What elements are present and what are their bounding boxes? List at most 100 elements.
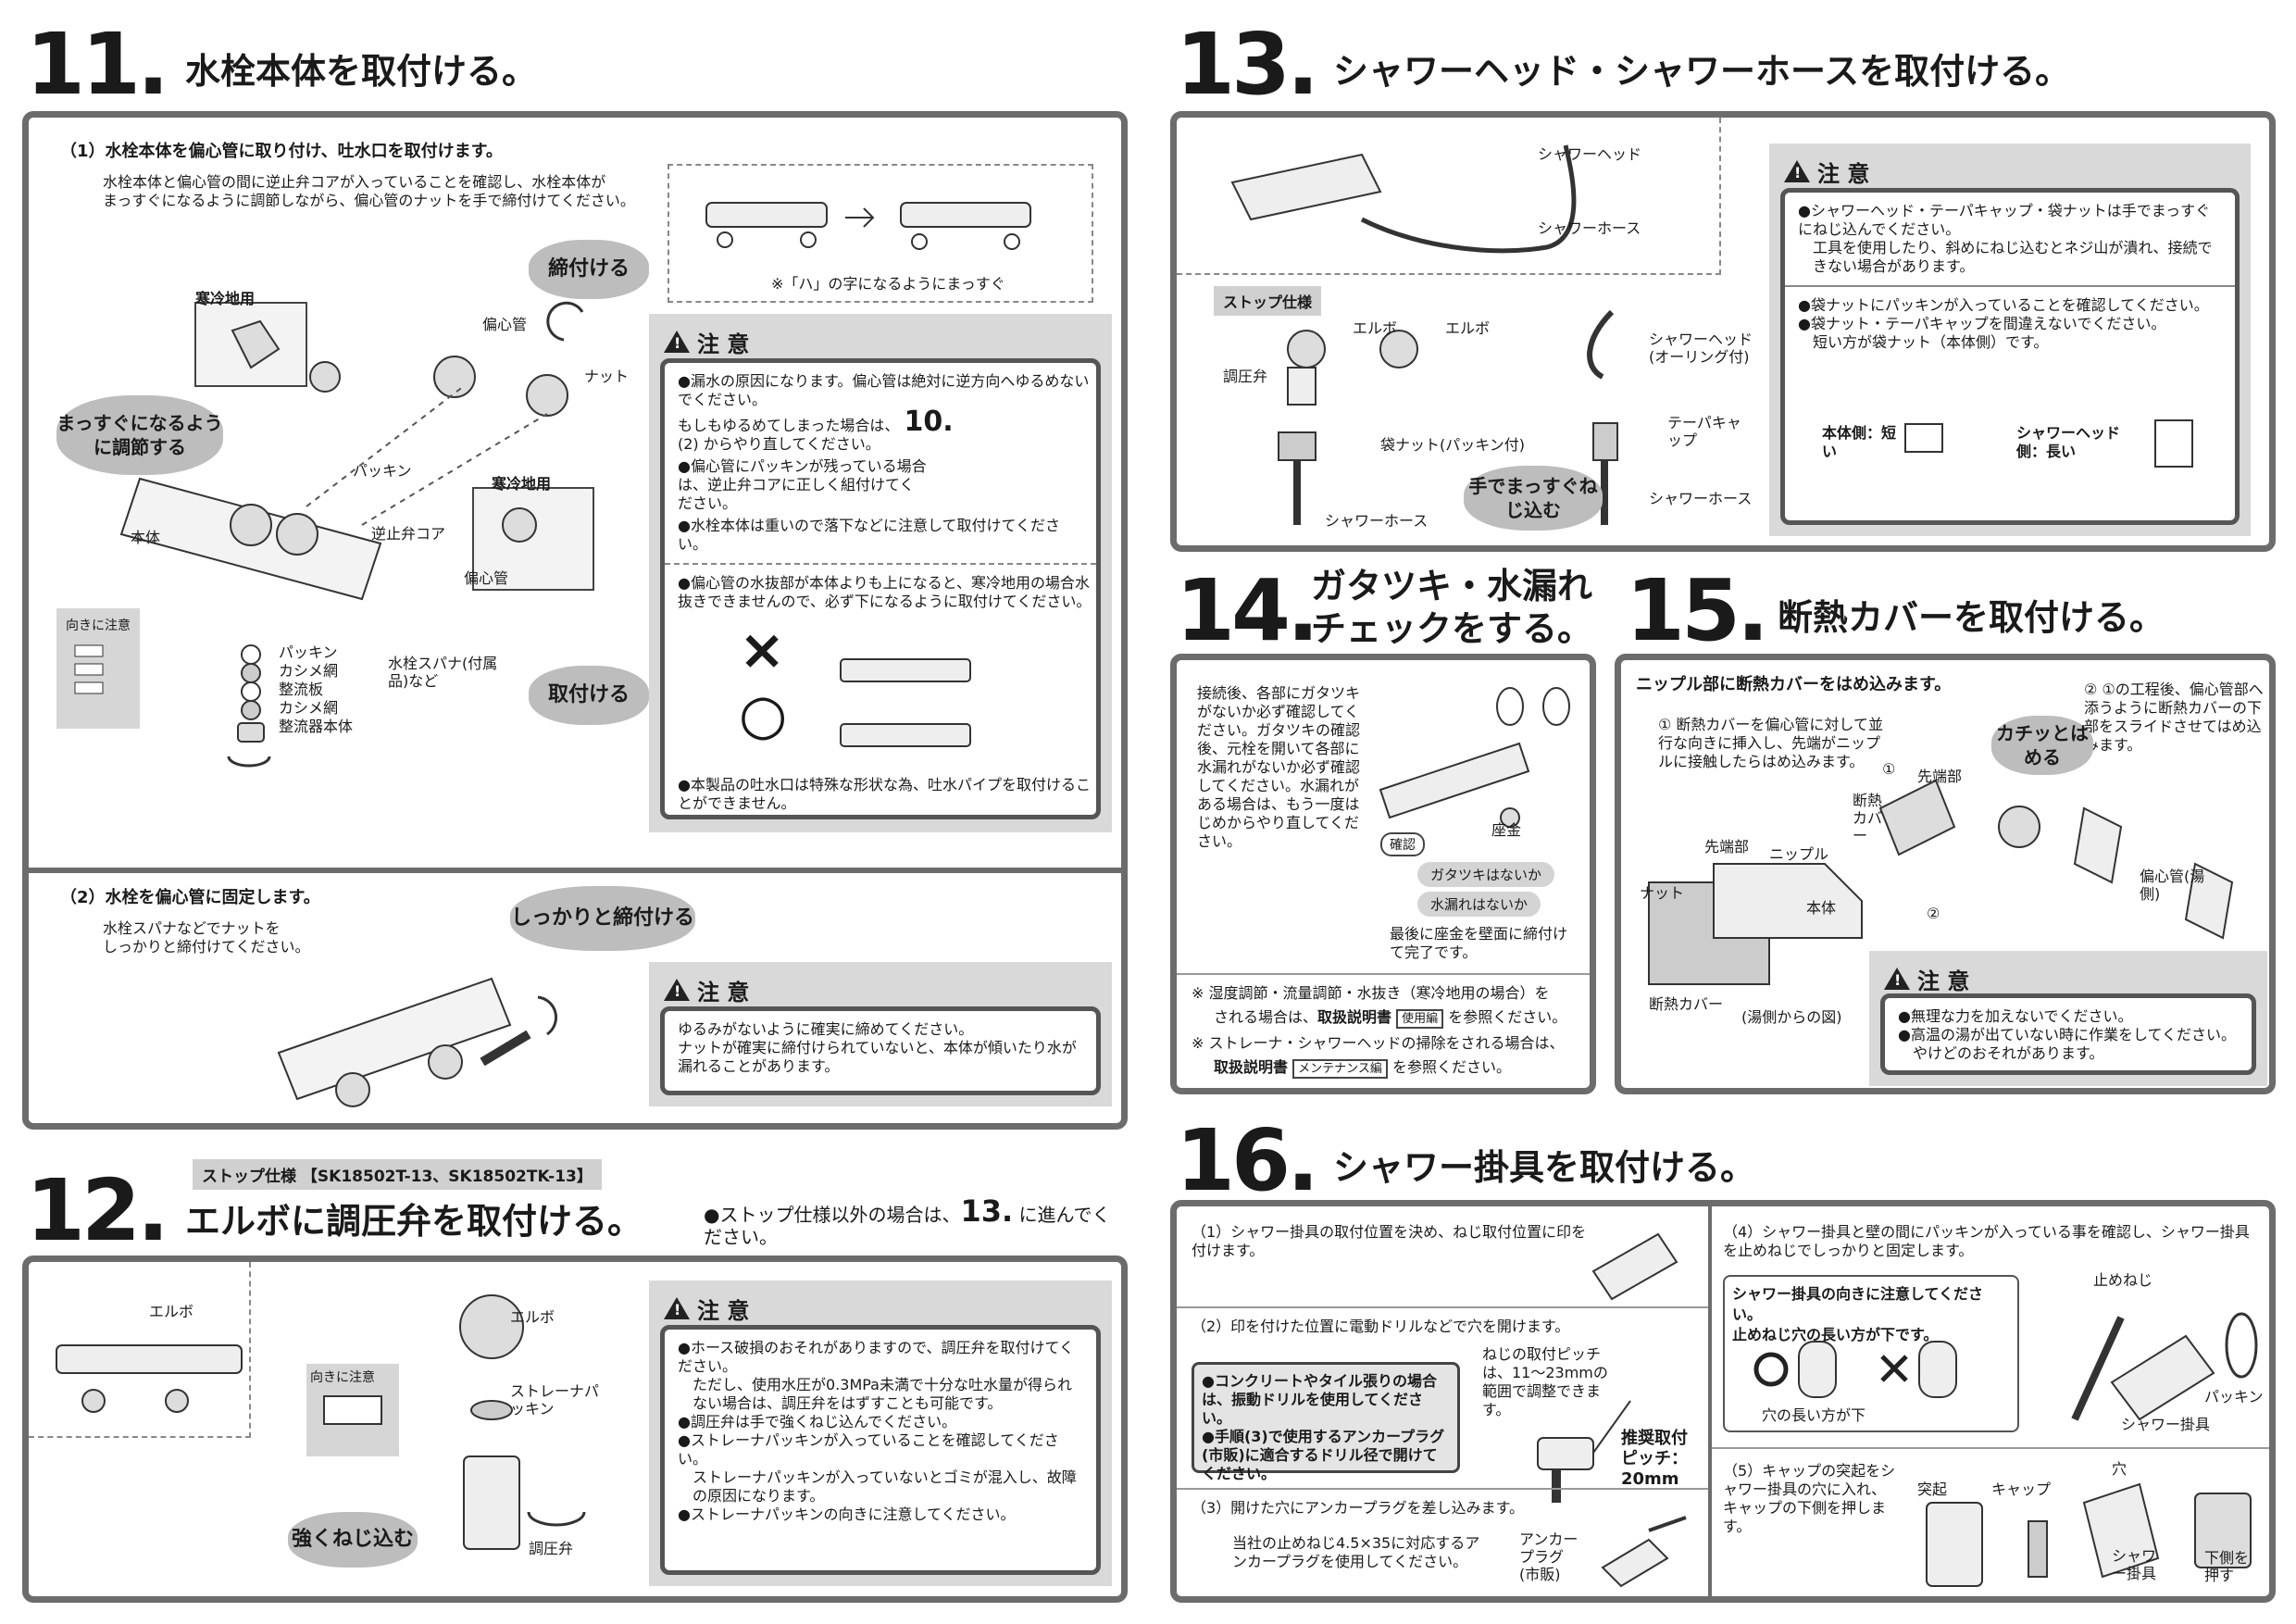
label-nut: ナット — [1640, 884, 1685, 902]
label-spanner: 水栓スパナ(付属品)など — [388, 655, 498, 690]
caution-body: ●漏水の原因になります。偏心管は絶対に逆方向へゆるめないでください。 もしもゆる… — [660, 358, 1101, 819]
caution-line: ●偏心管の水抜部が本体よりも上になると、寒冷地用の場合水抜きできませんので、必ず… — [678, 574, 1092, 610]
label-shower-head-1: シャワーヘッド — [1538, 145, 1642, 163]
label-muki: 向きに注意 — [66, 618, 131, 633]
label-elbow-a: エルボ — [1353, 319, 1398, 337]
drill-illustration — [1537, 1400, 1631, 1503]
label-hontai: 本体 — [131, 529, 161, 546]
label-packing: パッキン — [2204, 1388, 2264, 1405]
step-14-title-1: ガタツキ・水漏れ — [1311, 566, 1593, 606]
step-11-panel: （1）水栓本体を偏心管に取り付け、吐水口を取付けます。 水栓本体と偏心管の間に逆… — [22, 111, 1128, 1130]
caution-line: ●袋ナット・テーパキャップを間違えないでください。 — [1798, 315, 2166, 332]
caution-line: ●袋ナットにパッキンが入っていることを確認してください。 — [1798, 296, 2209, 314]
warning-icon — [664, 979, 690, 1001]
caution-header: 注 意 — [649, 1280, 1112, 1327]
label-shower-hose-1: シャワーホース — [1538, 219, 1641, 237]
step-14-title-2: チェックをする。 — [1311, 608, 1593, 649]
pitch-text: ねじの取付ピッチは、11〜23mmの範囲で調整できます。 — [1482, 1345, 1608, 1418]
hanger-mount-illustration — [2071, 1312, 2258, 1421]
muki-box: 向きに注意 — [306, 1364, 399, 1456]
step-12-tag: ストップ仕様 【SK18502T-13、SK18502TK-13】 — [193, 1159, 602, 1190]
label-dannetsu-2: 断熱カバー — [1649, 995, 1724, 1013]
label-elbow-1: エルボ — [149, 1303, 194, 1320]
label-henshin: 偏心管(湯側) — [2140, 868, 2205, 903]
step-16-part3: （3）開けた穴にアンカープラグを差し込みます。 — [1192, 1499, 1524, 1517]
step-11-number: 11. — [26, 15, 169, 114]
hole-orientation-figure — [1753, 1341, 1957, 1398]
step-12-title: エルボに調圧弁を取付ける。 — [185, 1201, 643, 1242]
caution-line: ●水栓本体は重いので落下などに注意して取付けてください。 — [678, 517, 1061, 553]
caution-line: ゆるみがないように確実に締めてください。 — [678, 1020, 974, 1038]
label-cap: キャップ — [1991, 1480, 2052, 1498]
rotate-arrow-icon — [527, 1511, 586, 1527]
caution-body: ●シャワーヘッド・テーパキャップ・袋ナットは手でまっすぐにねじ込んでください。 … — [1780, 188, 2240, 525]
label-circle-2: ② — [1927, 905, 1940, 922]
cloud-straight: まっすぐになるように調節する — [56, 395, 223, 475]
cloud-screw-in: 強くねじ込む — [288, 1512, 418, 1568]
step-14-note-2: 取扱説明書 メンテナンス編 を参照ください。 — [1214, 1058, 1511, 1079]
caution-line: ●偏心管にパッキンが残っている場合は、逆止弁コアに正しく組付けてください。 — [678, 457, 927, 512]
step-16-part5: （5）キャップの突起をシャワー掛具の穴に入れ、キャップの下側を押します。 — [1723, 1462, 1896, 1535]
pill-mizumore: 水漏れはないか — [1417, 892, 1541, 917]
label-elbow-2: エルボ — [510, 1308, 555, 1326]
batsu-mark: × — [739, 618, 786, 682]
stop-spec-tag: ストップ仕様 — [1214, 286, 1322, 316]
label-packing: パッキン — [353, 462, 412, 480]
label-nipple: ニップル — [1769, 845, 1829, 863]
step-12-panel: エルボ 向きに注意 エルボ ストレーナパッキン 調圧弁 強くねじ込む 注 意 ●… — [22, 1255, 1128, 1603]
step-15-title: 断熱カバーを取付ける。 — [1778, 597, 2165, 638]
mark-position-illustration — [1591, 1232, 1678, 1301]
step-11-part1-heading: （1）水栓本体を偏心管に取り付け、吐水口を取付けます。 — [60, 142, 503, 161]
caution-line: もしもゆるめてしまった場合は、 10. (2) からやり直してください。 — [678, 406, 954, 454]
label-hontai: 本体 — [1806, 899, 1837, 917]
step-14-note-2a: ※ ストレーナ・シャワーヘッドの掃除をされる場合は、 — [1192, 1034, 1565, 1052]
step-15-step2: ② ①の工程後、偏心管部へ添うように断熱カバーの下部をスライドさせてはめ込みます… — [2084, 681, 2264, 754]
step-16-part4: （4）シャワー掛具と壁の間にパッキンが入っている事を確認し、シャワー掛具を止めね… — [1723, 1223, 2250, 1259]
warning-icon — [1784, 160, 1810, 182]
drill-note-box: ●コンクリートやタイル張りの場合は、振動ドリルを使用してください。 ●手順(3)… — [1192, 1362, 1460, 1482]
step-15-number: 15. — [1626, 561, 1769, 660]
warning-icon — [1884, 968, 1910, 990]
step-11-part2-desc2: しっかりと締付けてください。 — [103, 938, 310, 956]
step-11-part1-desc2: まっすぐになるように調節しながら、偏心管のナットを手で締付けてください。 — [103, 192, 635, 209]
step-14-note-1: される場合は、取扱説明書 使用編 を参照ください。 — [1214, 1008, 1566, 1029]
caution-body: ●無理な力を加えないでください。 ●高温の湯が出ていない時に作業をしてください。… — [1880, 993, 2256, 1075]
step-12-number: 12. — [26, 1161, 169, 1260]
cloud-click: カチッとはめる — [1991, 716, 2093, 775]
spanner-illustration — [277, 977, 557, 1107]
head-side-label: シャワーヘッド側：長い — [2016, 424, 2121, 460]
caution-line: ●漏水の原因になります。偏心管は絶対に逆方向へゆるめないでください。 — [678, 372, 1090, 408]
cap-attach-illustration — [1926, 1482, 2252, 1587]
step-15-step1: ① 断熱カバーを偏心管に対して並行な向きに挿入し、先端がニップルに接触したらはめ… — [1658, 716, 1883, 770]
label-tokki: 突起 — [1917, 1480, 1948, 1498]
caution-box-11-2: 注 意 ゆるみがないように確実に締めてください。 ナットが確実に締付けられていな… — [649, 962, 1112, 1106]
pill-gatatsuki: ガタツキはないか — [1417, 862, 1555, 887]
caution-line: ●無理な力を加えないでください。 — [1898, 1007, 2133, 1025]
caution-line: 工具を使用したり、斜めにねじ込むとネジ山が潰れ、接続できない場合があります。 — [1813, 239, 2213, 275]
hose-connection-illustration — [1278, 309, 1618, 525]
label-yugawa: (湯側からの図) — [1741, 1008, 1842, 1026]
step-16-panel: （1）シャワー掛具の取付位置を決め、ねじ取付位置に印を付けます。 （2）印を付け… — [1170, 1200, 2276, 1603]
label-strainer: ストレーナパッキン — [510, 1382, 600, 1418]
hole-long-side: 穴の長い方が下 — [1762, 1406, 1866, 1424]
step-13-panel: シャワーヘッド シャワーホース ストップ仕様 エルボ エルボ 調圧弁 袋ナット(… — [1170, 111, 2276, 552]
label-shower-head-2: シャワーヘッド(オーリング付) — [1649, 331, 1753, 366]
caution-line: ただし、使用水圧が0.3MPa未満で十分な吐水量が得られない場合は、調圧弁をはず… — [693, 1376, 1072, 1412]
caution-box-15: 注 意 ●無理な力を加えないでください。 ●高温の湯が出ていない時に作業をしてく… — [1869, 951, 2267, 1086]
cloud-attach: 取付ける — [529, 666, 649, 725]
step-11-part1-desc1: 水栓本体と偏心管の間に逆止弁コアが入っていることを確認し、水栓本体が — [103, 173, 606, 191]
warning-icon — [664, 1297, 690, 1319]
caution-box-13: 注 意 ●シャワーヘッド・テーパキャップ・袋ナットは手でまっすぐにねじ込んでくだ… — [1769, 144, 2251, 536]
label-shower-hose-3: シャワーホース — [1649, 490, 1753, 507]
maru-mark: ○ — [739, 682, 788, 747]
caution-header: 注 意 — [1769, 144, 2251, 190]
anchor-plug-illustration — [1601, 1516, 1687, 1588]
label-chouatsu: 調圧弁 — [529, 1540, 574, 1557]
orientation-note-box: シャワー掛具の向きに注意してください。 止めねじ穴の長い方が下です。 穴の長い方… — [1723, 1275, 2019, 1432]
label-pk: パッキン — [279, 643, 338, 661]
step-11-title: 水栓本体を取付ける。 — [185, 51, 538, 92]
label-elbow-b: エルボ — [1445, 319, 1491, 337]
elbow-position-figure — [56, 1344, 243, 1413]
label-kakegu: シャワー掛具 — [2121, 1416, 2211, 1433]
label-nut: ナット — [584, 368, 630, 385]
